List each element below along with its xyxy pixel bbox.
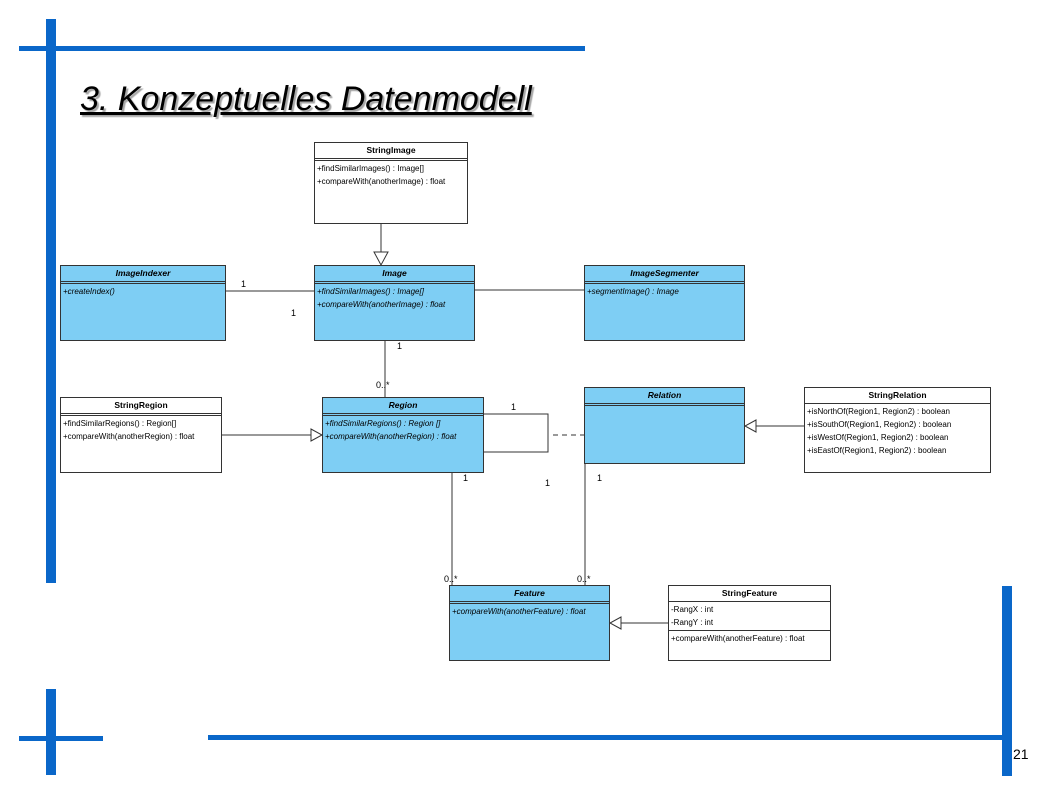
cross-bar-horizontal [19,736,103,741]
cross-bar-vertical [46,689,56,775]
arrowhead-stringregion-region [310,428,324,442]
frame-bar-right [1002,586,1012,776]
operation: +compareWith(anotherRegion) : float [63,432,195,441]
class-name: StringFeature [669,586,830,602]
page-number: 21 [1013,746,1029,762]
class-stringimage[interactable]: StringImage +findSimilarImages() : Image… [314,142,468,224]
mult-region-relation: 1 [545,478,550,488]
operation: +isSouthOf(Region1, Region2) : boolean [807,420,952,429]
operation: +compareWith(anotherRegion) : float [325,432,457,441]
frame-bar-top [19,46,585,51]
class-name: ImageSegmenter [585,266,744,282]
class-name: StringImage [315,143,467,159]
edge-region-self [483,413,549,453]
class-stringrelation[interactable]: StringRelation +isNorthOf(Region1, Regio… [804,387,991,473]
mult-region-self: 1 [511,402,516,412]
mult-image-region-b: 0..* [376,380,390,390]
frame-bar-left [46,19,56,583]
class-stringfeature[interactable]: StringFeature -RangX : int -RangY : int … [668,585,831,661]
operation: +segmentImage() : Image [587,287,679,296]
operation: +findSimilarImages() : Image[] [317,287,424,296]
class-imagesegmenter[interactable]: ImageSegmenter +segmentImage() : Image [584,265,745,341]
class-stringregion[interactable]: StringRegion +findSimilarRegions() : Reg… [60,397,222,473]
mult-region-feature-b: 0..* [444,574,458,584]
arrowhead-stringrelation-relation [743,419,757,433]
attribute: -RangY : int [671,618,714,627]
class-name: Relation [585,388,744,404]
page-title: 3. Konzeptuelles Datenmodell [80,80,532,118]
mult-indexer-image-b: 1 [291,308,296,318]
operation: +isNorthOf(Region1, Region2) : boolean [807,407,950,416]
arrowhead-stringfeature-feature [608,616,622,630]
class-name: StringRegion [61,398,221,414]
operation: +compareWith(anotherFeature) : float [452,607,586,616]
class-relation[interactable]: Relation [584,387,745,464]
class-feature[interactable]: Feature +compareWith(anotherFeature) : f… [449,585,610,661]
frame-bar-bottom [208,735,1010,740]
operation: +isWestOf(Region1, Region2) : boolean [807,433,949,442]
operation: +compareWith(anotherImage) : float [317,300,446,309]
mult-relation-feature-a: 1 [597,473,602,483]
class-name: ImageIndexer [61,266,225,282]
mult-relation-feature-b: 0..* [577,574,591,584]
operation: +createIndex() [63,287,115,296]
operation: +findSimilarRegions() : Region[] [63,419,177,428]
class-name: StringRelation [805,388,990,404]
class-name: Feature [450,586,609,602]
class-name: Image [315,266,474,282]
class-imageindexer[interactable]: ImageIndexer +createIndex() [60,265,226,341]
class-name: Region [323,398,483,414]
mult-image-region-a: 1 [397,341,402,351]
mult-indexer-image-a: 1 [241,279,246,289]
mult-region-feature-a: 1 [463,473,468,483]
class-region[interactable]: Region +findSimilarRegions() : Region []… [322,397,484,473]
attribute: -RangX : int [671,605,714,614]
class-image[interactable]: Image +findSimilarImages() : Image[] +co… [314,265,475,341]
operation: +findSimilarRegions() : Region [] [325,419,441,428]
operation: +compareWith(anotherImage) : float [317,177,446,186]
arrowhead-stringimage-image [373,251,389,267]
operation: +isEastOf(Region1, Region2) : boolean [807,446,947,455]
operation: +findSimilarImages() : Image[] [317,164,424,173]
operation: +compareWith(anotherFeature) : float [671,634,805,643]
